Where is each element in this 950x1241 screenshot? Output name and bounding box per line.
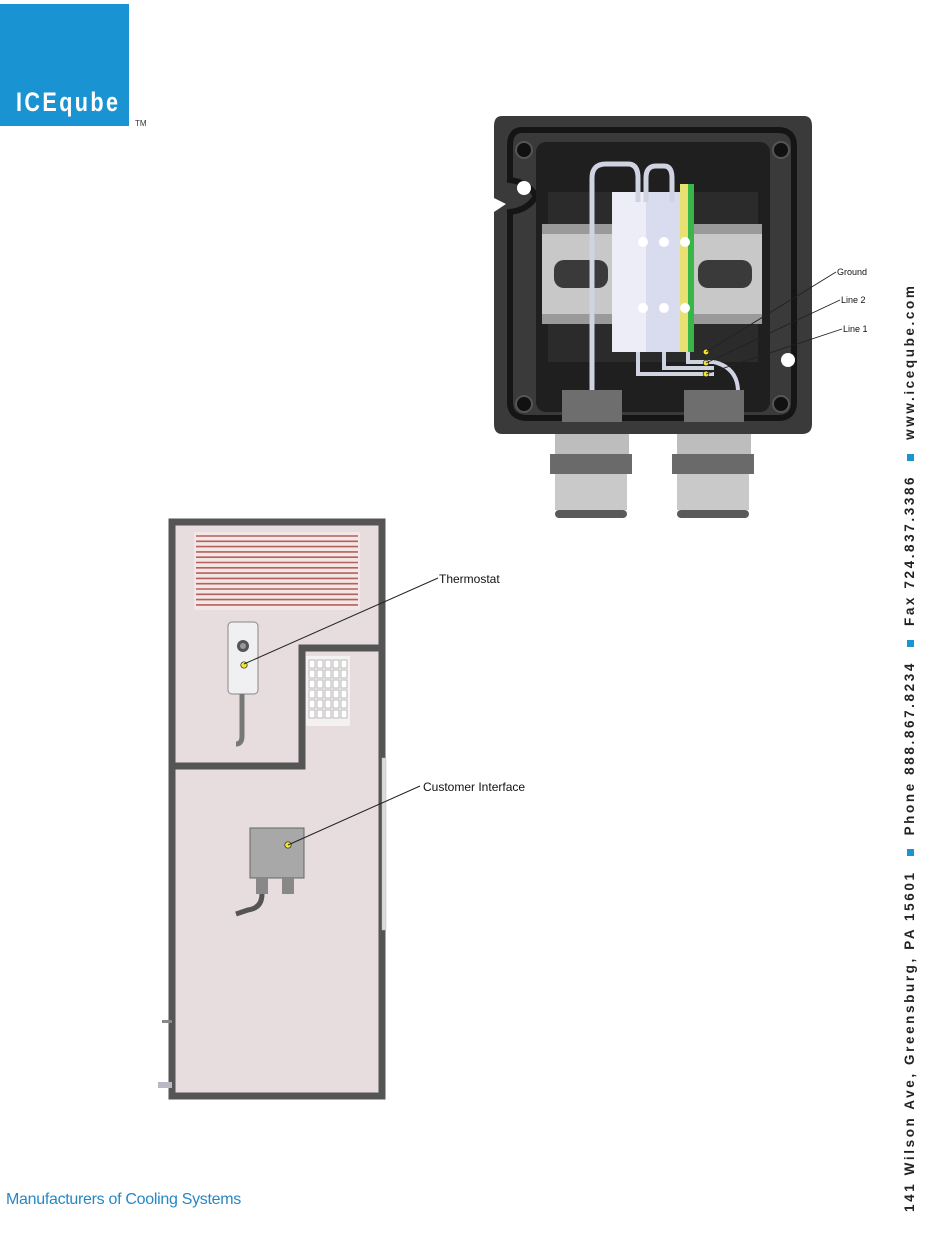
unit-leaders <box>240 570 450 850</box>
ground-label: Ground <box>837 267 867 277</box>
fax-text: Fax 724.837.3386 <box>902 475 917 626</box>
trademark-mark: TM <box>135 119 147 128</box>
cable-gland-left <box>550 430 632 518</box>
contact-strip: 141 Wilson Ave, Greensburg, PA 15601 Phon… <box>902 302 917 1212</box>
logo-text: ICEqube <box>16 87 120 118</box>
junction-box-leaders <box>700 265 850 385</box>
thermostat-label: Thermostat <box>439 572 500 586</box>
line2-label: Line 2 <box>841 295 866 305</box>
company-tagline: Manufacturers of Cooling Systems <box>6 1191 241 1209</box>
line1-label: Line 1 <box>843 324 868 334</box>
bullet-square-icon <box>907 454 914 461</box>
website-link[interactable]: www.iceqube.com <box>902 284 917 440</box>
customer-interface-label: Customer Interface <box>423 780 525 794</box>
cable-gland-right <box>672 430 754 518</box>
iceqube-logo: ICEqube <box>0 4 129 126</box>
address-text: 141 Wilson Ave, Greensburg, PA 15601 <box>902 870 917 1212</box>
phone-text: Phone 888.867.8234 <box>902 661 917 835</box>
bullet-square-icon <box>907 640 914 647</box>
bullet-square-icon <box>907 849 914 856</box>
